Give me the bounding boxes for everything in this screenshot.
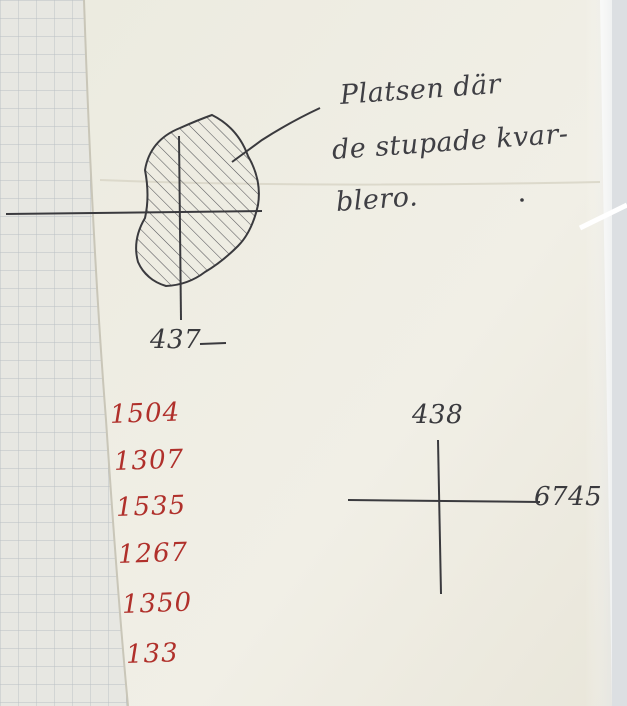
red-number-3: 1535	[115, 490, 187, 523]
page-edge	[83, 0, 129, 706]
red-number-1: 1504	[109, 397, 181, 430]
upper-cross-label: 437	[150, 325, 202, 355]
red-number-6: 133	[125, 638, 180, 670]
upper-cross-horizontal	[5, 210, 263, 215]
lower-cross-vertical	[437, 439, 442, 595]
grid-lines	[0, 0, 128, 706]
white-mark	[578, 202, 627, 231]
red-number-4: 1267	[117, 537, 189, 570]
red-number-5: 1350	[121, 587, 193, 620]
pointer-line	[231, 107, 321, 163]
lower-cross-top-label: 438	[412, 400, 464, 430]
upper-cross-vertical	[178, 135, 182, 321]
note-line-3: blero.	[334, 181, 420, 218]
lower-cross-right-label: 6745	[534, 482, 603, 512]
hatched-area	[135, 113, 260, 288]
lower-cross-horizontal	[347, 499, 541, 503]
right-edge	[612, 0, 627, 706]
red-number-2: 1307	[113, 444, 185, 477]
